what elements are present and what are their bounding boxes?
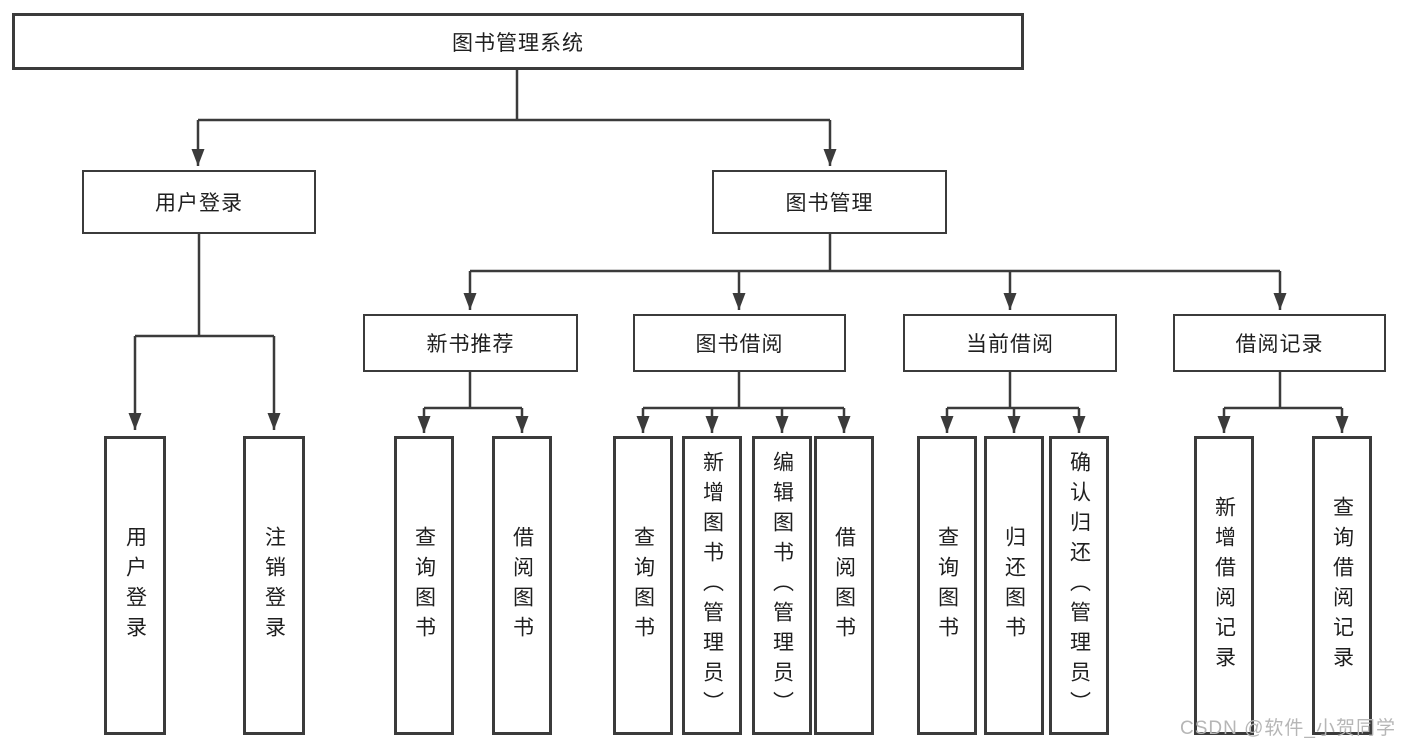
leaf-query-books-recommend: 查询图书 bbox=[394, 436, 454, 735]
node-current-borrowing: 当前借阅 bbox=[903, 314, 1117, 372]
leaf-borrow-books-recommend: 借阅图书 bbox=[492, 436, 552, 735]
leaf-edit-books-admin: 编辑图书（管理员） bbox=[752, 436, 812, 735]
node-new-book-recommend: 新书推荐 bbox=[363, 314, 578, 372]
node-book-management: 图书管理 bbox=[712, 170, 947, 234]
leaf-add-books-admin: 新增图书（管理员） bbox=[682, 436, 742, 735]
leaf-confirm-return-admin: 确认归还（管理员） bbox=[1049, 436, 1109, 735]
leaf-query-borrow-record: 查询借阅记录 bbox=[1312, 436, 1372, 735]
leaf-borrow-books: 借阅图书 bbox=[814, 436, 874, 735]
leaf-query-books-current: 查询图书 bbox=[917, 436, 977, 735]
node-user-login: 用户登录 bbox=[82, 170, 316, 234]
leaf-query-books-borrowing: 查询图书 bbox=[613, 436, 673, 735]
leaf-add-borrow-record: 新增借阅记录 bbox=[1194, 436, 1254, 735]
leaf-logout-login: 注销登录 bbox=[243, 436, 305, 735]
node-borrowing-records: 借阅记录 bbox=[1173, 314, 1386, 372]
node-book-borrowing: 图书借阅 bbox=[633, 314, 846, 372]
leaf-user-login: 用户登录 bbox=[104, 436, 166, 735]
watermark: CSDN @软件_小贺同学 bbox=[1180, 718, 1396, 739]
leaf-return-books: 归还图书 bbox=[984, 436, 1044, 735]
node-library-management-system: 图书管理系统 bbox=[12, 13, 1024, 70]
